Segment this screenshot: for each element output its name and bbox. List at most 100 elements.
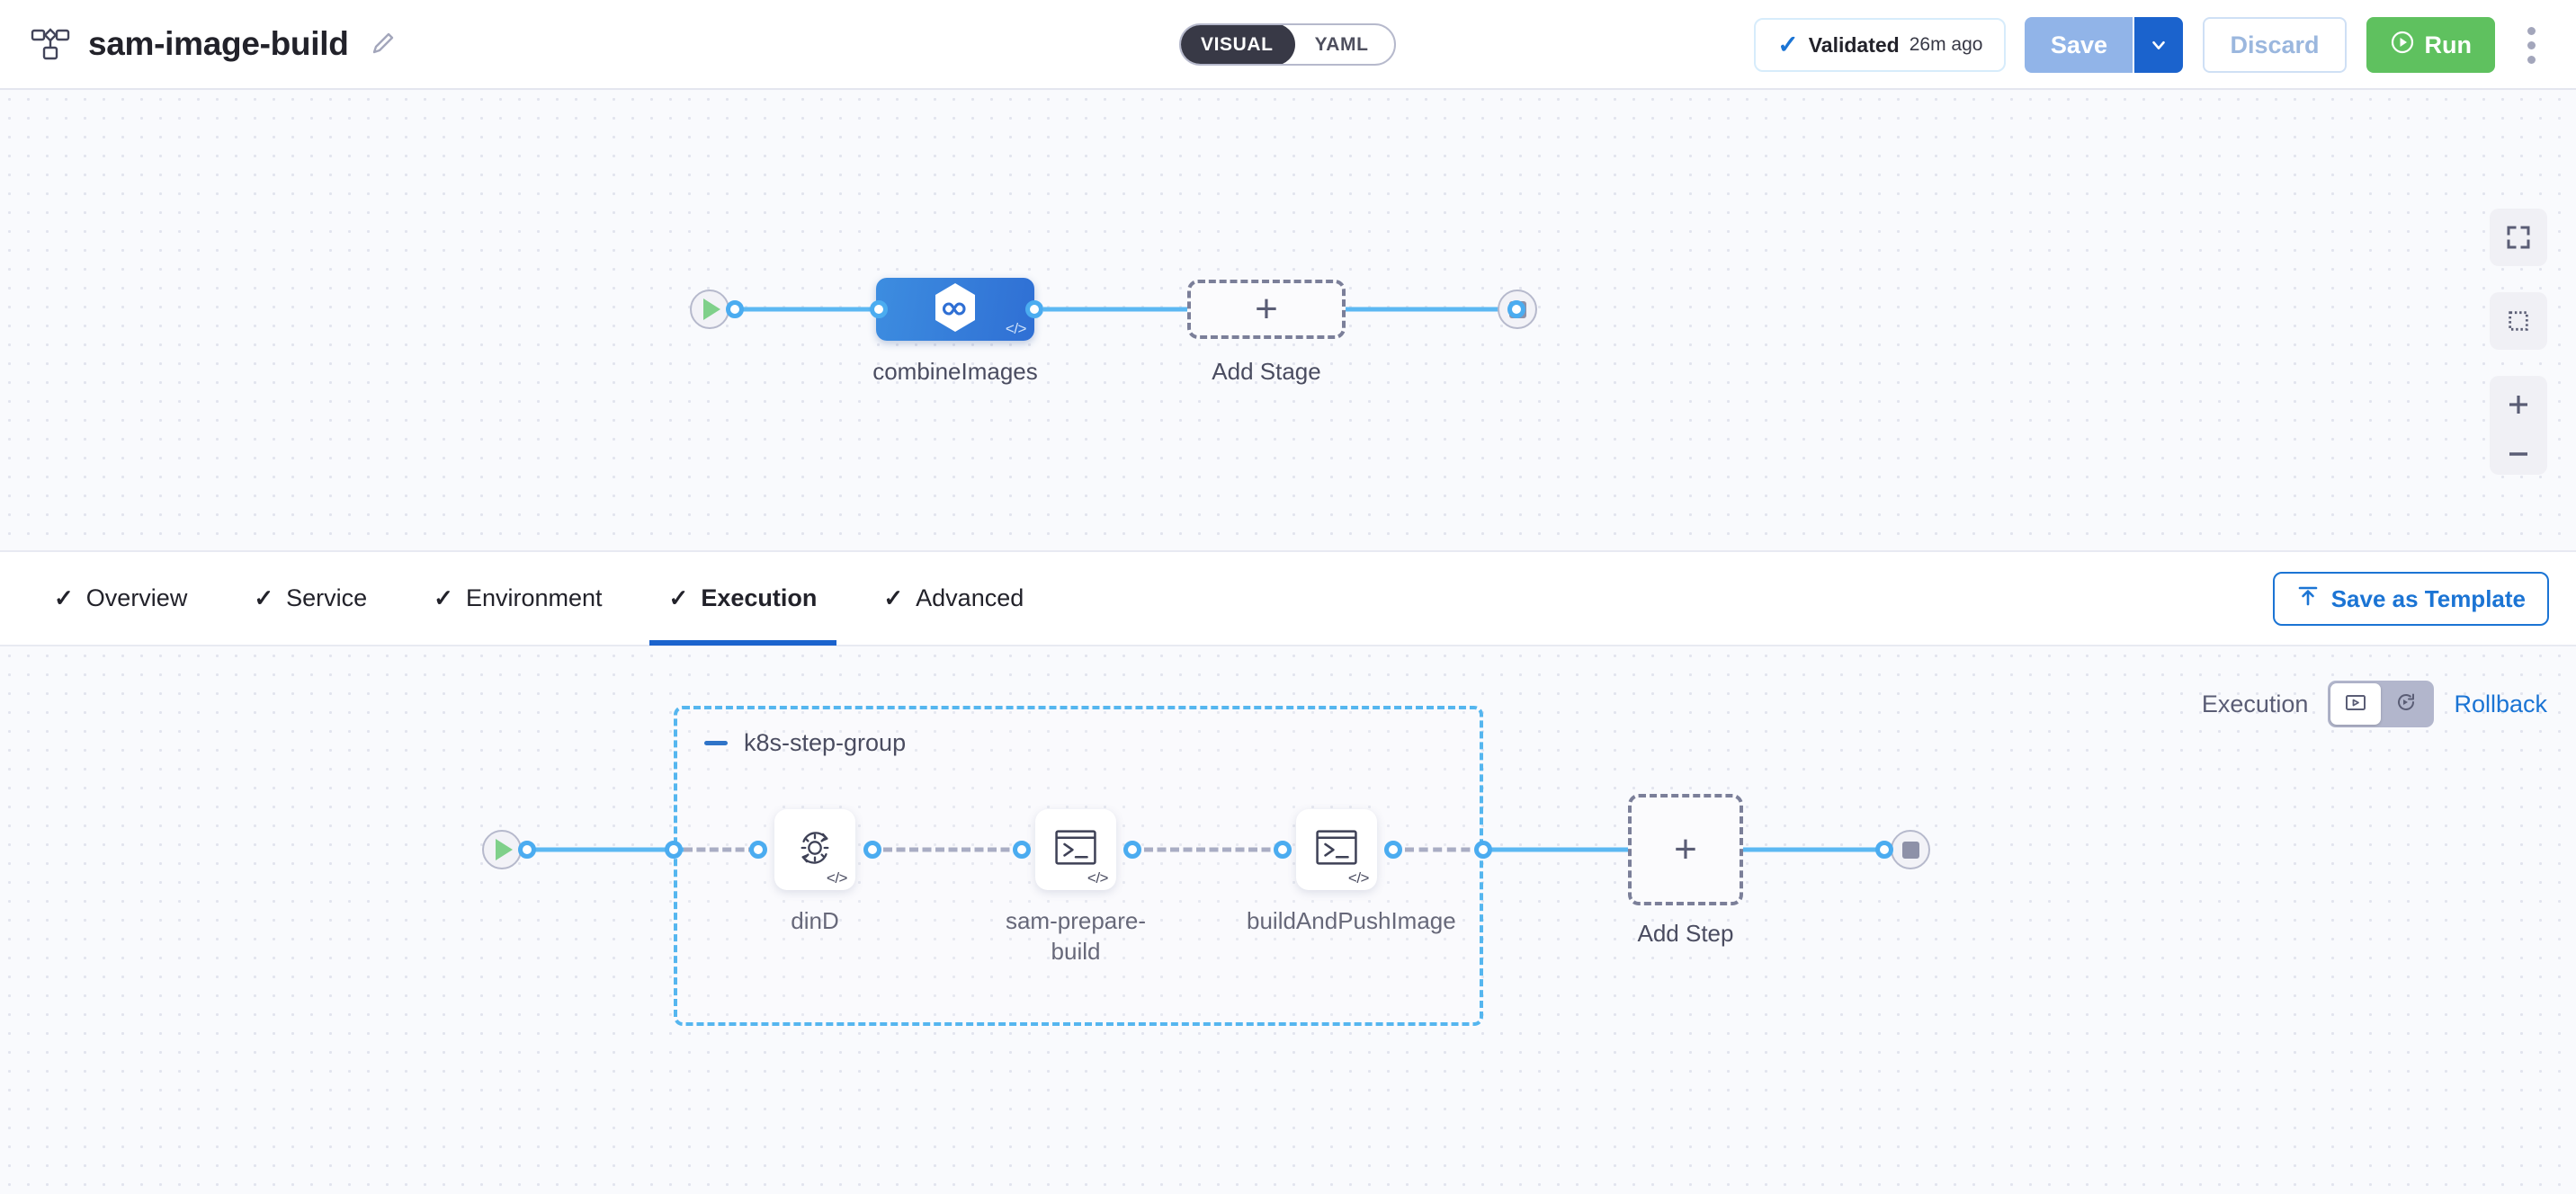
port-buildpush-in[interactable] — [1274, 841, 1292, 859]
play-icon — [703, 298, 720, 320]
tab-label: Overview — [85, 584, 188, 611]
edge-add-to-end — [1344, 307, 1516, 312]
edge-dind-to-prepare — [883, 847, 1023, 852]
tab-environment[interactable]: ✓ Environment — [414, 551, 622, 646]
dotted-square-icon — [2506, 308, 2531, 334]
check-icon: ✓ — [1777, 31, 1799, 58]
port-stage-in[interactable] — [870, 300, 888, 318]
rollback-circular-arrow-icon — [2394, 691, 2418, 718]
port-group-in[interactable] — [665, 841, 683, 859]
rollback-mode-button[interactable] — [2381, 683, 2431, 725]
validation-status-badge: ✓ Validated 26m ago — [1754, 18, 2007, 72]
port-end-in[interactable] — [1507, 300, 1525, 318]
tab-label: Advanced — [916, 584, 1024, 611]
kebab-menu-icon[interactable] — [2513, 17, 2549, 73]
view-mode-toggle[interactable]: VISUAL YAML — [1179, 23, 1396, 66]
tab-overview[interactable]: ✓ Overview — [34, 551, 207, 646]
tab-label: Environment — [465, 584, 603, 611]
step-node-sam-prepare-build[interactable]: </> — [1035, 809, 1116, 890]
play-icon — [496, 839, 513, 860]
pencil-icon[interactable] — [367, 29, 398, 59]
edge-addstep-to-end — [1743, 847, 1905, 852]
step-label-dind: dinD — [791, 907, 839, 934]
play-circle-icon — [2390, 30, 2415, 61]
toggle-yaml[interactable]: YAML — [1314, 33, 1369, 55]
port-buildpush-out[interactable] — [1384, 841, 1402, 859]
plus-icon: + — [1674, 827, 1697, 871]
discard-button[interactable]: Discard — [2203, 17, 2347, 73]
tab-label: Service — [286, 584, 368, 611]
port-dind-in[interactable] — [749, 841, 767, 859]
add-step-button[interactable]: + — [1628, 794, 1743, 905]
check-icon: ✓ — [668, 584, 689, 611]
fit-to-screen-button[interactable] — [2490, 209, 2547, 266]
page-title: sam-image-build — [88, 25, 349, 62]
zoom-in-out-group[interactable] — [2490, 376, 2547, 475]
step-node-buildandpushimage[interactable]: </> — [1296, 809, 1377, 890]
step-code-badge: </> — [826, 869, 848, 887]
step-end-node[interactable] — [1891, 830, 1930, 869]
step-start-node[interactable] — [482, 830, 522, 869]
port-group-out[interactable] — [1474, 841, 1492, 859]
selection-box-button[interactable] — [2490, 292, 2547, 350]
edge-group-to-addstep — [1484, 847, 1628, 852]
save-button[interactable]: Save — [2025, 17, 2133, 73]
rollback-link[interactable]: Rollback — [2454, 690, 2547, 717]
stop-icon — [1901, 841, 1919, 859]
check-icon: ✓ — [254, 584, 274, 611]
tab-service[interactable]: ✓ Service — [234, 551, 387, 646]
step-group-title: k8s-step-group — [744, 729, 907, 756]
config-tabs: ✓ Overview ✓ Service ✓ Environment ✓ Exe… — [0, 550, 2576, 646]
execution-rollback-switch: Execution Rol — [2202, 681, 2547, 727]
port-stage-out[interactable] — [1025, 300, 1043, 318]
step-group-header[interactable]: k8s-step-group — [704, 729, 906, 757]
step-code-badge: </> — [1087, 869, 1109, 887]
template-upload-icon — [2296, 584, 2320, 614]
harness-infinity-icon — [932, 281, 979, 338]
run-button[interactable]: Run — [2366, 17, 2495, 73]
save-as-template-button[interactable]: Save as Template — [2272, 572, 2549, 626]
stage-node-combineimages[interactable]: </> — [876, 278, 1034, 341]
stage-code-badge: </> — [1005, 320, 1027, 337]
edge-start-to-group — [526, 847, 684, 852]
step-code-badge: </> — [1347, 869, 1370, 887]
pipeline-nodes-icon — [31, 26, 70, 62]
step-label-sam-prepare-build: sam-prepare-build — [1005, 907, 1147, 966]
stage-start-node[interactable] — [690, 290, 729, 329]
check-icon: ✓ — [883, 584, 904, 611]
execution-mode-button[interactable] — [2330, 683, 2382, 725]
top-header-bar: sam-image-build VISUAL YAML ✓ Validated … — [0, 0, 2576, 90]
save-split-button[interactable]: Save — [2025, 17, 2184, 73]
step-node-dind[interactable]: </> — [774, 809, 855, 890]
check-icon: ✓ — [434, 584, 453, 611]
execution-mode-toggle[interactable] — [2328, 681, 2435, 727]
port-dind-out[interactable] — [863, 841, 881, 859]
edge-start-to-stage — [734, 307, 896, 312]
edge-prepare-to-buildpush — [1144, 847, 1284, 852]
add-stage-button[interactable]: + — [1187, 280, 1346, 339]
terminal-icon — [1053, 828, 1098, 871]
execution-steps-canvas[interactable]: Execution Rol — [0, 646, 2576, 1194]
zoom-out-button[interactable] — [2505, 449, 2532, 459]
minus-icon[interactable] — [704, 741, 728, 745]
edge-group-to-dind — [684, 847, 757, 852]
validated-label: Validated — [1808, 32, 1900, 57]
port-step-start-out[interactable] — [518, 841, 536, 859]
stage-canvas[interactable]: </> combineImages + Add Stage — [0, 90, 2576, 550]
tab-execution[interactable]: ✓ Execution — [648, 551, 837, 646]
stage-end-node[interactable] — [1498, 290, 1537, 329]
stage-label: combineImages — [872, 358, 1038, 385]
canvas-zoom-controls[interactable] — [2490, 209, 2547, 475]
step-label-buildandpushimage: buildAndPushImage — [1247, 907, 1456, 934]
port-prepare-out[interactable] — [1123, 841, 1141, 859]
zoom-in-button[interactable] — [2505, 391, 2532, 418]
port-start-out[interactable] — [726, 300, 744, 318]
tab-label: Execution — [701, 584, 818, 611]
tab-advanced[interactable]: ✓ Advanced — [863, 551, 1043, 646]
save-as-template-label: Save as Template — [2330, 584, 2526, 612]
toggle-visual[interactable]: VISUAL — [1180, 25, 1295, 64]
port-prepare-in[interactable] — [1013, 841, 1031, 859]
chevron-down-icon[interactable] — [2133, 17, 2184, 73]
header-actions: ✓ Validated 26m ago Save Discard Run — [1754, 0, 2549, 90]
port-step-end-in[interactable] — [1875, 841, 1893, 859]
